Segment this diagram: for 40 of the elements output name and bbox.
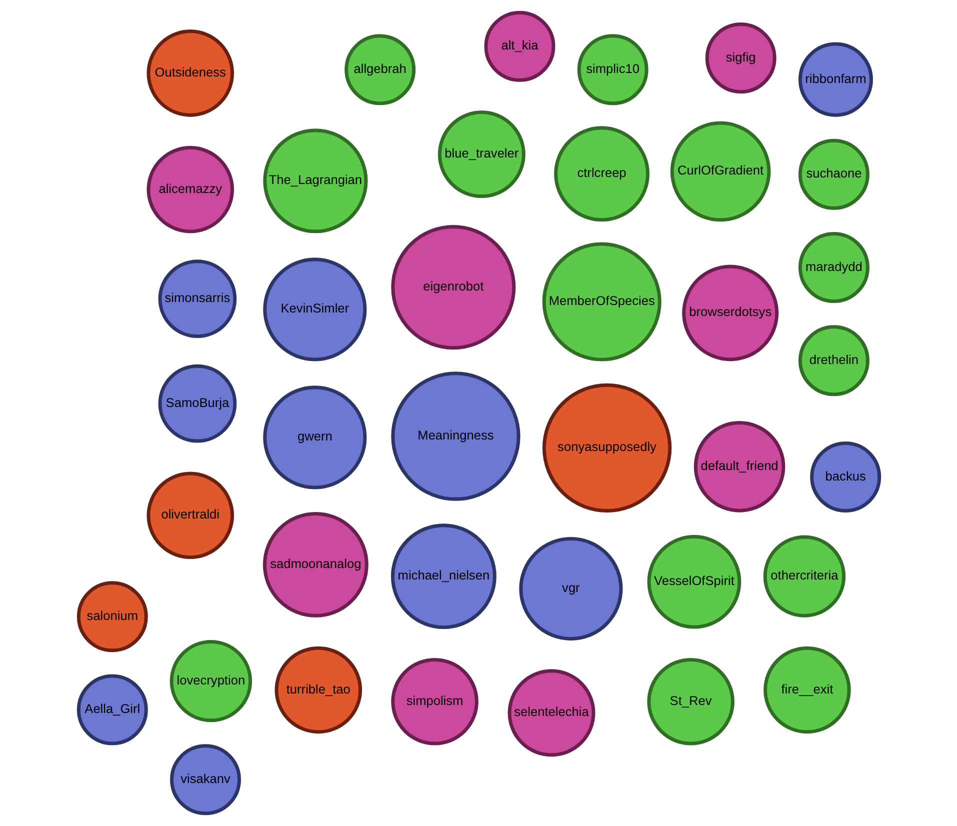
node-circle: Outsideness [146, 30, 234, 117]
node-circle: Aella_Girl [76, 674, 148, 746]
node-circle: simonsarris [158, 260, 236, 338]
node-circle: fire__exit [763, 646, 850, 734]
node-circle: sigfig [704, 22, 776, 94]
node-circle: browserdotsys [682, 264, 778, 362]
node-circle: othercriteria [762, 535, 846, 618]
node-circle: eigenrobot [390, 225, 516, 350]
node-circle: SamoBurja [158, 364, 236, 443]
node-circle: salonium [76, 581, 148, 652]
node-circle: vgr [518, 536, 622, 641]
node-circle: michael_nielsen [390, 524, 496, 630]
node-circle: sonyasupposedly [542, 383, 672, 512]
node-circle: simpolism [390, 658, 478, 746]
node-circle: KevinSimler [262, 258, 366, 362]
node-circle: allgebrah [344, 34, 416, 106]
node-circle: sadmoonanalog [262, 512, 368, 618]
node-circle: suchaone [798, 138, 869, 210]
node-circle: VesselOfSpirit [646, 534, 741, 629]
node-circle: drethelin [798, 325, 869, 396]
node-circle: simplic10 [576, 34, 648, 106]
node-circle: CurlOfGradient [670, 121, 770, 222]
node-circle: backus [810, 442, 881, 512]
node-circle: alicemazzy [146, 146, 234, 234]
node-circle: MemberOfSpecies [542, 242, 661, 362]
node-circle: Meaningness [390, 372, 520, 501]
node-circle: default_friend [693, 421, 785, 512]
node-circle: The_Lagrangian [262, 128, 368, 234]
node-circle: olivertraldi [146, 472, 234, 560]
node-circle: St_Rev [646, 658, 734, 746]
node-circle: alt_kia [484, 10, 555, 82]
node-circle: gwern [262, 386, 366, 490]
node-circle: ctrlcreep [554, 126, 649, 222]
node-circle: blue_traveler [437, 110, 525, 198]
node-circle: lovecryption [169, 640, 252, 722]
node-circle: turrible_tao [274, 646, 362, 734]
node-circle: ribbonfarm [798, 42, 872, 117]
node-circle: selentelechia [507, 669, 595, 757]
node-circle: visakanv [170, 744, 240, 816]
node-circle: maradydd [798, 232, 869, 304]
